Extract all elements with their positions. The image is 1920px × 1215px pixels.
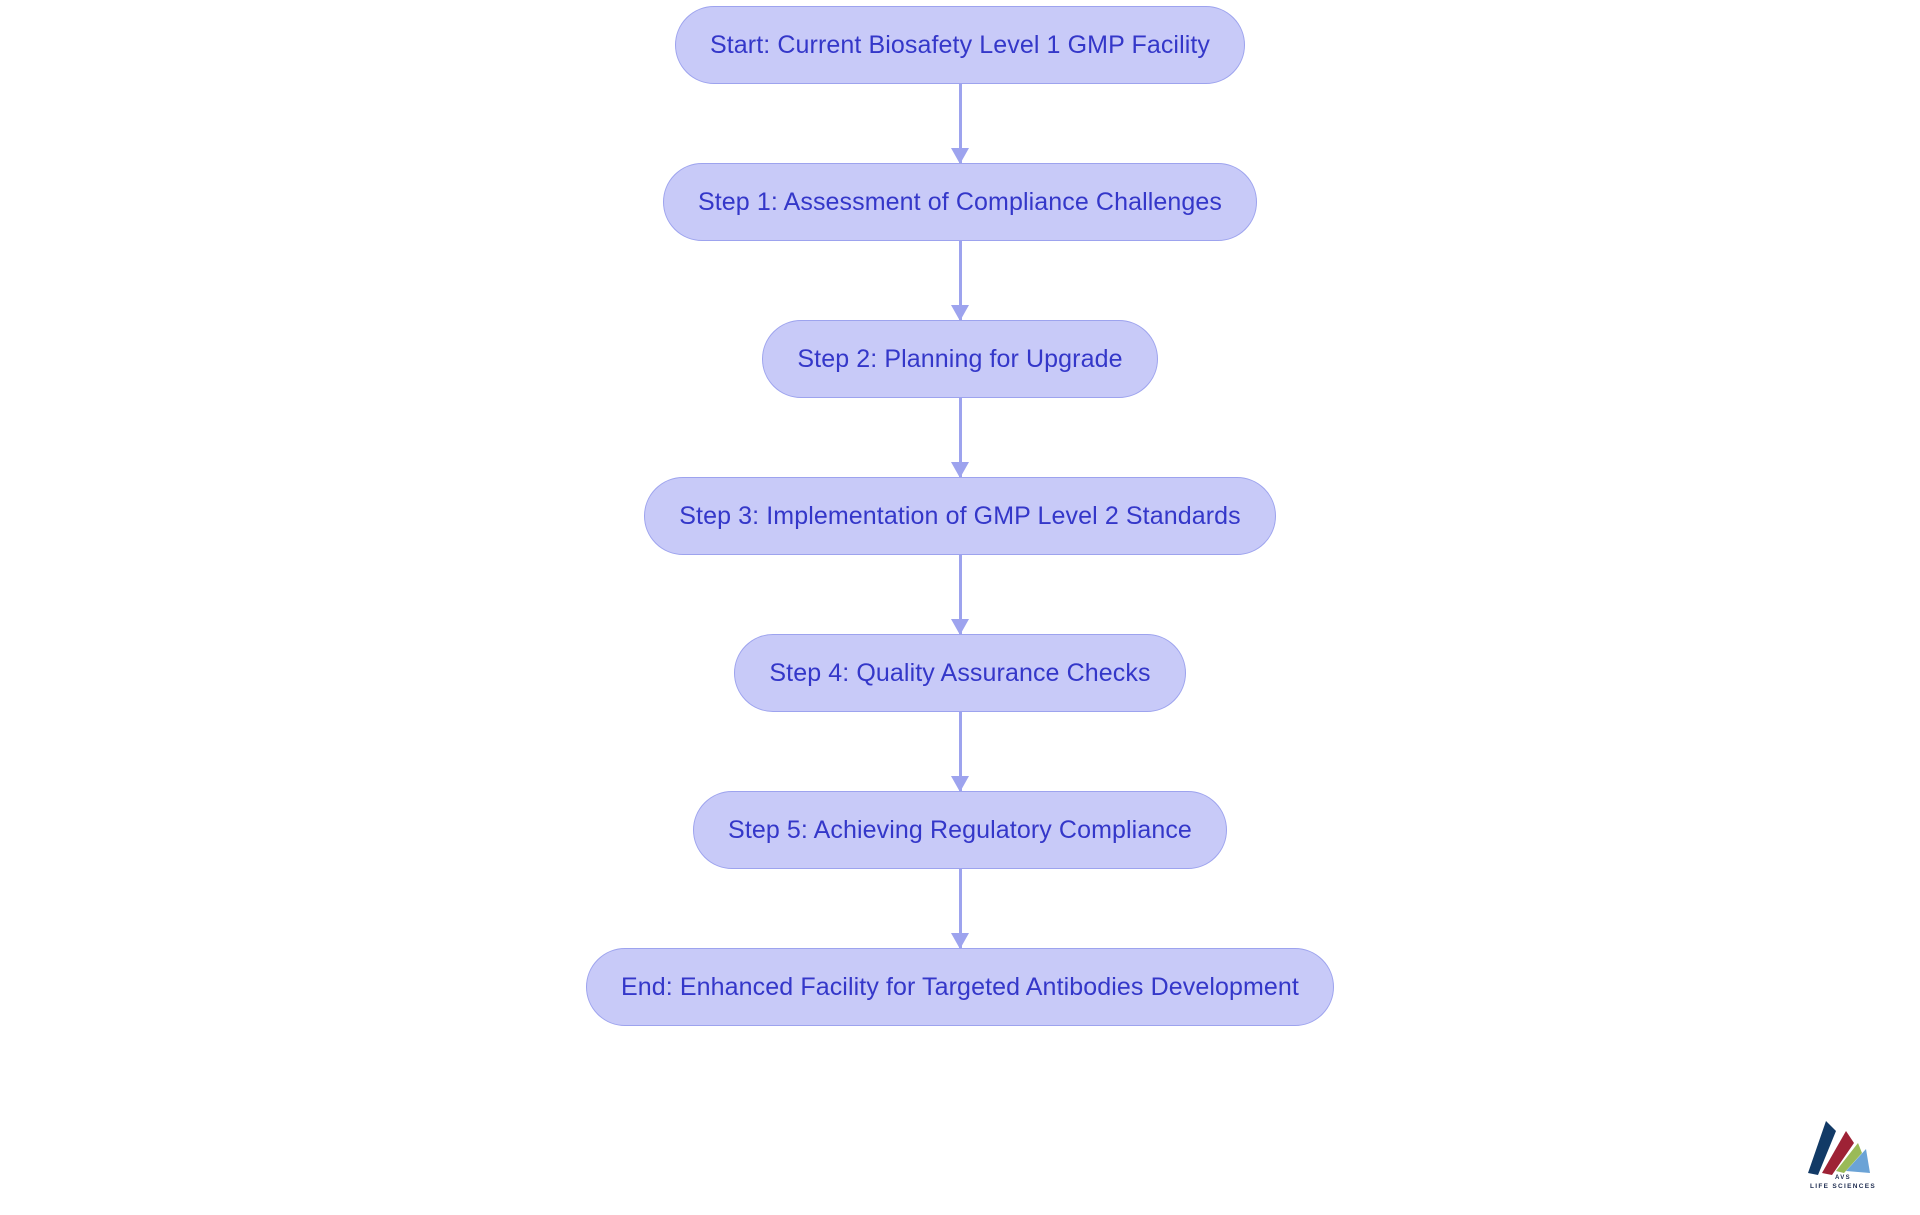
- flow-node-step2-label: Step 2: Planning for Upgrade: [797, 344, 1123, 373]
- arrow-down-icon: [951, 776, 969, 792]
- flow-edge-start-to-step1: [951, 84, 969, 164]
- flow-node-step1[interactable]: Step 1: Assessment of Compliance Challen…: [662, 163, 1258, 241]
- flow-node-step5-label: Step 5: Achieving Regulatory Compliance: [728, 815, 1192, 844]
- flow-edge-step1-to-step2: [951, 241, 969, 321]
- flow-edge-step4-to-step5: [951, 712, 969, 792]
- flow-node-step4[interactable]: Step 4: Quality Assurance Checks: [734, 634, 1186, 712]
- flow-node-step3-row: Step 3: Implementation of GMP Level 2 St…: [644, 477, 1276, 555]
- avs-life-sciences-logo: AVS LIFE SCIENCES: [1800, 1115, 1886, 1193]
- logo-wordmark: AVS LIFE SCIENCES: [1800, 1175, 1886, 1191]
- flow-node-end-label: End: Enhanced Facility for Targeted Anti…: [621, 972, 1299, 1001]
- flow-node-step1-row: Step 1: Assessment of Compliance Challen…: [662, 163, 1258, 241]
- flowchart-container: Start: Current Biosafety Level 1 GMP Fac…: [586, 6, 1334, 1026]
- flow-edge-step5-to-end: [951, 869, 969, 949]
- arrow-down-icon: [951, 933, 969, 949]
- logo-line-1: AVS: [1834, 1175, 1852, 1182]
- flow-node-step4-row: Step 4: Quality Assurance Checks: [734, 634, 1186, 712]
- arrow-down-icon: [951, 148, 969, 164]
- flow-node-start[interactable]: Start: Current Biosafety Level 1 GMP Fac…: [674, 6, 1246, 84]
- flow-node-step5[interactable]: Step 5: Achieving Regulatory Compliance: [693, 791, 1227, 869]
- arrow-down-icon: [951, 305, 969, 321]
- flow-edge-step3-to-step4: [951, 555, 969, 635]
- flow-node-step2-row: Step 2: Planning for Upgrade: [762, 320, 1158, 398]
- flow-node-start-label: Start: Current Biosafety Level 1 GMP Fac…: [709, 30, 1211, 59]
- flow-edge-step2-to-step3: [951, 398, 969, 478]
- flow-node-end[interactable]: End: Enhanced Facility for Targeted Anti…: [586, 948, 1334, 1026]
- flow-node-start-row: Start: Current Biosafety Level 1 GMP Fac…: [674, 6, 1246, 84]
- flow-node-step3-label: Step 3: Implementation of GMP Level 2 St…: [679, 501, 1241, 530]
- logo-mark-icon: [1808, 1121, 1870, 1175]
- flow-node-step2[interactable]: Step 2: Planning for Upgrade: [762, 320, 1158, 398]
- flow-node-end-row: End: Enhanced Facility for Targeted Anti…: [586, 948, 1334, 1026]
- arrow-down-icon: [951, 462, 969, 478]
- arrow-down-icon: [951, 619, 969, 635]
- flow-node-step1-label: Step 1: Assessment of Compliance Challen…: [697, 187, 1223, 216]
- flow-node-step3[interactable]: Step 3: Implementation of GMP Level 2 St…: [644, 477, 1276, 555]
- logo-line-2: LIFE SCIENCES: [1809, 1182, 1877, 1190]
- flow-node-step5-row: Step 5: Achieving Regulatory Compliance: [693, 791, 1227, 869]
- flow-node-step4-label: Step 4: Quality Assurance Checks: [769, 658, 1151, 687]
